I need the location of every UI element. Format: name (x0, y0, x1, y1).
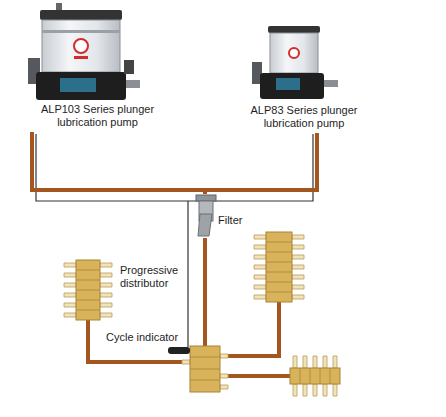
cycle-indicator-label: Cycle indicator (106, 331, 178, 344)
progressive-distributor (290, 356, 340, 396)
pump-display (60, 78, 96, 92)
progressive-distributor (254, 232, 304, 302)
distributor-body (76, 260, 100, 320)
distributor-body (190, 346, 220, 392)
pump-base (36, 72, 126, 100)
node-label: Filter (218, 214, 242, 227)
reservoir (42, 20, 120, 72)
pump-node: ALP83 Series plunger lubrication pump (238, 22, 372, 133)
node-label: ALP83 Series plunger lubrication pump (238, 104, 370, 130)
logo (74, 39, 88, 53)
distributor-divider (300, 368, 330, 384)
reservoir-cap (268, 26, 320, 33)
filter-flange (196, 195, 216, 201)
pump-base (260, 73, 324, 99)
pump-fitting (124, 60, 134, 74)
filter-icon (196, 195, 216, 236)
reservoir-cap (40, 10, 122, 20)
lube-pipe (32, 132, 205, 194)
distributor-body (290, 368, 340, 384)
progressive-distributor (64, 260, 112, 320)
distributor-node: Progressive distributor (60, 256, 194, 324)
distributor-divider (190, 357, 220, 380)
pump-display (276, 78, 300, 90)
alp103-pump (28, 3, 140, 100)
pump-sensor (56, 3, 62, 11)
pump-outlet (126, 80, 140, 88)
distributor-divider (76, 270, 100, 310)
node-label: Progressive distributor (120, 264, 192, 290)
distributor-divider (266, 242, 292, 292)
filter-node: Filter (194, 194, 245, 238)
node-label: ALP103 Series plunger lubrication pump (30, 103, 165, 129)
filter-bowl (198, 214, 212, 236)
signal-wire (36, 134, 313, 347)
main-distributor (168, 346, 228, 392)
logo (289, 48, 299, 58)
alp83-pump (252, 26, 338, 99)
pump-node: ALP103 Series plunger lubrication pump (30, 8, 167, 132)
reservoir (270, 33, 318, 73)
logo-bar (74, 56, 88, 59)
distributor-body (266, 232, 292, 302)
follower-plate (42, 30, 120, 33)
cycle-indicator-sensor (168, 347, 190, 354)
pump-outlet (324, 80, 338, 87)
lube-pipe (205, 133, 317, 194)
